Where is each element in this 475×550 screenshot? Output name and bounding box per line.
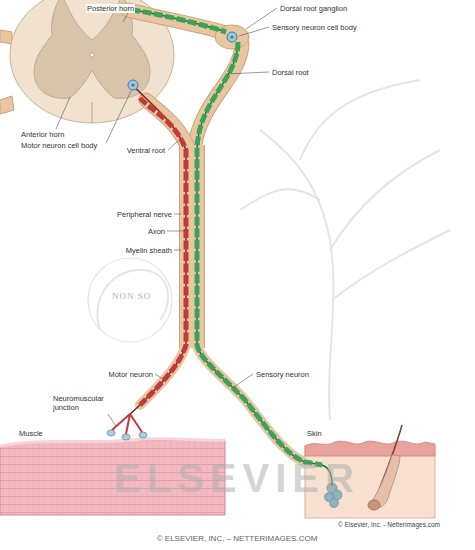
structure-label: Myelin sheath	[125, 246, 173, 255]
structure-label: Peripheral nerve	[116, 210, 173, 219]
structure-label: Axon	[147, 227, 166, 236]
structure-label: Sensory neuron cell body	[271, 23, 358, 32]
leader-lines	[56, 8, 277, 426]
watermark: ELSEVIER	[114, 456, 360, 500]
structure-label: Neuromuscular junction	[52, 394, 112, 412]
copyright-note: © ELSEVIER, INC. – NETTERIMAGES.COM	[157, 534, 318, 544]
sensory-neuron	[120, 8, 332, 486]
background-tree	[88, 80, 450, 420]
nerve-sheath	[128, 10, 305, 462]
structure-label: Ventral root	[126, 146, 166, 155]
structure-label: Dorsal root	[271, 68, 310, 77]
structure-label: Posterior horn	[86, 4, 135, 13]
structure-label: Motor neuron cell body	[20, 141, 98, 150]
copyright-note: © Elsevier, Inc. - Netterimages.com	[338, 520, 440, 529]
structure-label: Anterior horn	[20, 130, 65, 139]
seal-text: NON SO	[112, 292, 151, 301]
motor-neuron	[107, 80, 186, 440]
structure-label: Sensory neuron	[255, 370, 310, 379]
structure-label: Motor neuron	[107, 370, 154, 379]
structure-label: Muscle	[18, 429, 44, 438]
structure-label: Dorsal root ganglion	[279, 4, 348, 13]
structure-label: Skin	[306, 429, 323, 438]
